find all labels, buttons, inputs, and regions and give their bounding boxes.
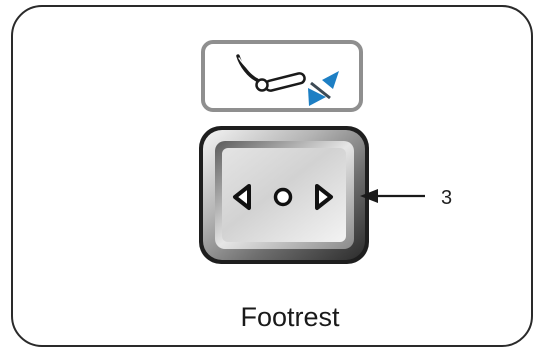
- footrest-position-icon: [236, 54, 339, 106]
- triangle-right-icon: [315, 184, 333, 210]
- footrest-button[interactable]: [199, 126, 369, 264]
- panel-label: Footrest: [240, 302, 340, 332]
- callout-arrowhead: [360, 189, 378, 203]
- triangle-left-icon: [233, 184, 251, 210]
- indicator-display: [201, 40, 363, 112]
- circle-icon: [273, 187, 293, 207]
- callout-3: 3: [360, 187, 452, 209]
- raise-arrow-icon: [322, 71, 339, 89]
- lower-arrow-icon: [308, 88, 326, 106]
- callout-number: 3: [441, 187, 452, 209]
